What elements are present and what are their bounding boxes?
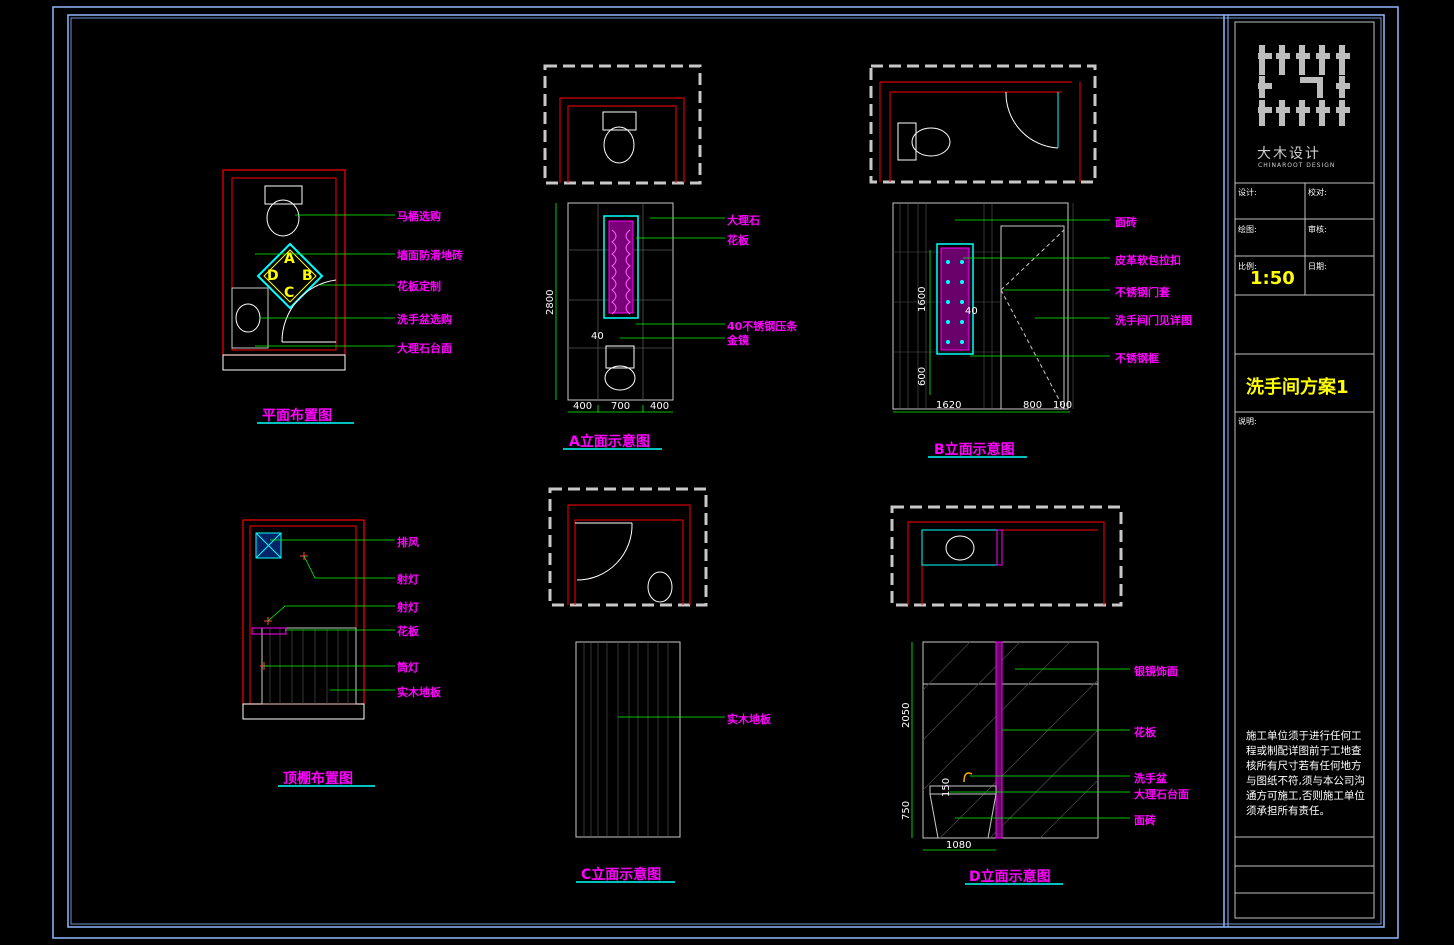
elev-b-dim-w3: 100: [1053, 400, 1073, 411]
elev-a-dim-w2: 700: [611, 401, 631, 412]
elev-d-dim-h1: 2050: [901, 702, 912, 728]
ceiling-label-panel: 花板: [397, 625, 419, 638]
elev-c-label-wood-floor: 实木地板: [727, 713, 771, 726]
logo-text: 大木设计: [1257, 146, 1321, 162]
elevation-b-title: B立面示意图: [934, 442, 1015, 458]
ceiling-view-title: 顶棚布置图: [283, 771, 353, 787]
elevation-a: [543, 64, 725, 413]
elev-a-dim-w3: 400: [650, 401, 670, 412]
elevation-d: [890, 505, 1130, 851]
tb-project-title: 洗手间方案1: [1246, 377, 1349, 398]
elev-a-dim-small: 40: [591, 331, 604, 342]
tb-review-label: 审核:: [1308, 225, 1327, 234]
tb-date-label: 日期:: [1308, 262, 1327, 271]
ceiling-view: [242, 519, 395, 720]
elevation-c-title: C立面示意图: [581, 867, 662, 883]
elev-a-dim-w1: 400: [573, 401, 593, 412]
tb-construction-note: 施工单位须于进行任何工程或制配详图前于工地查核所有尺寸若有任何地方与图纸不符,须…: [1246, 730, 1365, 817]
elev-d-label-panel: 花板: [1134, 726, 1156, 739]
plan-label-basin: 洗手盆选购: [397, 313, 452, 326]
plan-label-countertop: 大理石台面: [397, 342, 452, 355]
tb-remark-label: 说明:: [1238, 417, 1257, 426]
elevation-a-title: A立面示意图: [569, 434, 650, 450]
elev-d-dim-w1: 1080: [946, 840, 972, 851]
elev-b-label-door-detail: 洗手间门见详图: [1115, 314, 1192, 327]
ceiling-label-wood-floor: 实木地板: [397, 686, 441, 699]
company-logo: [1258, 45, 1350, 126]
elevation-b: [869, 64, 1110, 413]
ceiling-label-spotlight-2: 射灯: [397, 601, 419, 614]
elev-d-label-countertop: 大理石台面: [1134, 788, 1189, 801]
title-underlines: [257, 422, 1063, 885]
plan-letter-a: A: [284, 251, 295, 267]
plan-view: [222, 169, 395, 371]
title-block: [1234, 21, 1375, 919]
tb-design-label: 设计:: [1238, 188, 1257, 197]
tb-scale-label: 比例:: [1238, 262, 1257, 271]
elev-a-label-marble: 大理石: [727, 214, 760, 227]
ceiling-label-downlight: 筒灯: [397, 661, 419, 674]
elev-b-dim-h1: 1600: [917, 286, 928, 312]
elev-b-label-frame: 不锈钢框: [1115, 352, 1159, 365]
plan-label-panel: 花板定制: [397, 280, 441, 293]
elev-b-dim-h2: 600: [917, 366, 928, 386]
elev-b-dim-w1: 1620: [936, 400, 962, 411]
tb-scale-value: 1:50: [1250, 268, 1295, 289]
logo-subtext: CHINAROOT DESIGN: [1258, 162, 1336, 169]
elev-d-label-tile: 面砖: [1134, 814, 1156, 827]
elev-b-label-leather: 皮革软包拉扣: [1115, 254, 1181, 267]
plan-label-toilet: 马桶选购: [397, 210, 441, 223]
elevation-d-title: D立面示意图: [969, 869, 1051, 885]
elevation-c: [548, 487, 725, 838]
ceiling-label-spotlight-1: 射灯: [397, 573, 419, 586]
elev-d-label-mirror: 银镜饰面: [1134, 665, 1178, 678]
elev-b-dim-small: 40: [965, 306, 978, 317]
plan-view-title: 平面布置图: [262, 408, 332, 424]
elev-d-label-basin: 洗手盆: [1134, 772, 1167, 785]
plan-letter-b: B: [302, 268, 313, 284]
plan-letter-d: D: [267, 268, 279, 284]
ceiling-label-exhaust: 排风: [397, 536, 419, 549]
elev-a-label-mirror: 金镜: [727, 334, 749, 347]
elev-a-dim-height: 2800: [545, 289, 556, 315]
elev-a-label-panel: 花板: [727, 234, 749, 247]
plan-letter-c: C: [284, 285, 295, 301]
elev-b-label-tile: 面砖: [1115, 216, 1137, 229]
elev-d-dim-h2: 750: [901, 800, 912, 820]
elev-d-dim-small: 150: [941, 777, 952, 797]
drawing-border: [52, 6, 1399, 939]
tb-draw-label: 绘图:: [1238, 225, 1257, 234]
tb-check-label: 校对:: [1308, 188, 1327, 197]
elev-a-label-strip: 40不锈钢压条: [727, 320, 798, 333]
elev-b-dim-w2: 800: [1023, 400, 1043, 411]
elev-b-label-door-frame: 不锈钢门套: [1115, 286, 1170, 299]
plan-label-floor-tile: 墙面防滑地砖: [397, 249, 463, 262]
